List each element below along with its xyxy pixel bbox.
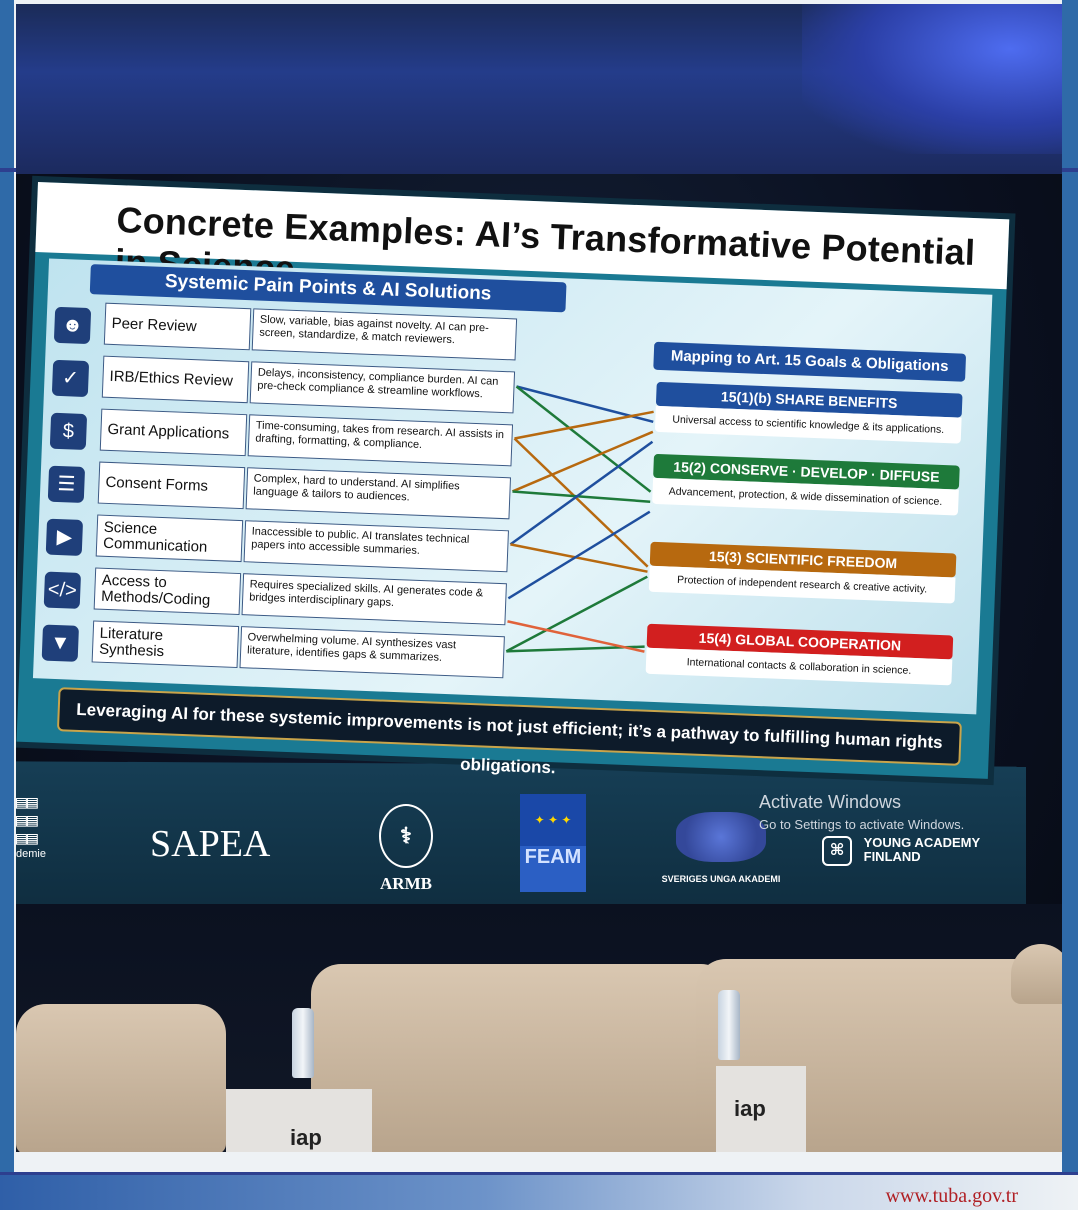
side-table: iap xyxy=(716,1066,806,1152)
yaf-mark-icon: ⌘ xyxy=(822,836,852,866)
code-icon: </> xyxy=(43,571,82,609)
yaf-line-1: YOUNG ACADEMY xyxy=(863,835,981,850)
mapping-arrow xyxy=(505,575,648,653)
yaf-line-2: FINLAND xyxy=(863,849,921,864)
pain-point-label: Science Communication xyxy=(95,514,244,563)
armchair xyxy=(1011,944,1062,1004)
iap-table-logo: iap xyxy=(290,1125,322,1150)
academie-logo: ▤▤▤▤▤▤ demie xyxy=(16,792,66,861)
mapping-arrow xyxy=(515,385,652,493)
pain-point-description: Complex, hard to understand. AI simplifi… xyxy=(245,467,512,520)
armchair xyxy=(311,964,731,1152)
armb-seal-icon: ⚕ xyxy=(379,804,433,868)
peer-review-icon: ☻ xyxy=(53,306,92,345)
site-url: www.tuba.gov.tr xyxy=(885,1185,1018,1207)
mapping-arrow xyxy=(511,430,654,493)
feam-logo: ✦ ✦ ✦ FEAM xyxy=(520,794,586,892)
sveriges-unga-akademi-logo: SVERIGES UNGA AKADEMI xyxy=(656,812,786,884)
goal-conserve-develop-diffuse: 15(2) CONSERVE · DEVELOP · DIFFUSE Advan… xyxy=(652,453,960,516)
money-icon: $ xyxy=(49,412,88,451)
sapea-logo: SAPEA xyxy=(150,823,271,865)
activate-windows-watermark: Activate Windows Go to Settings to activ… xyxy=(759,792,964,832)
iap-table-logo: iap xyxy=(734,1096,766,1121)
conference-photo: Concrete Examples: AI’s Transformative P… xyxy=(16,4,1062,1152)
pain-point-label: IRB/Ethics Review xyxy=(101,355,250,404)
pain-point-description: Requires specialized skills. AI generate… xyxy=(241,573,507,626)
side-table: iap xyxy=(226,1089,372,1152)
armchair xyxy=(16,1004,226,1152)
mapping-arrows xyxy=(505,385,654,653)
mapping-arrow xyxy=(507,620,645,653)
mapping-arrow xyxy=(509,440,654,546)
mapping-arrow xyxy=(506,645,645,653)
pain-point-description: Delays, inconsistency, compliance burden… xyxy=(249,361,516,414)
mapping-arrow xyxy=(512,490,651,503)
goal-scientific-freedom: 15(3) SCIENTIFIC FREEDOM Protection of i… xyxy=(648,541,957,604)
mapping-arrow xyxy=(507,510,651,600)
slide-body: Systemic Pain Points & AI Solutions Mapp… xyxy=(32,258,993,715)
document-icon: ☰ xyxy=(47,465,86,503)
pain-point-label: Literature Synthesis xyxy=(91,620,240,669)
mapping-arrow xyxy=(514,410,654,440)
mapping-arrow xyxy=(510,543,648,573)
right-header: Mapping to Art. 15 Goals & Obligations xyxy=(653,341,967,382)
pain-point-description: Slow, variable, bias against novelty. AI… xyxy=(251,308,518,361)
pain-point-description: Overwhelming volume. AI synthesizes vast… xyxy=(239,626,505,679)
eu-stars-icon: ✦ ✦ ✦ xyxy=(520,794,586,846)
shield-check-icon: ✓ xyxy=(51,359,90,398)
sveriges-logo-text: SVERIGES UNGA AKADEMI xyxy=(661,874,781,884)
armb-logo: ⚕ ARMB xyxy=(366,804,446,894)
pain-point-label: Consent Forms xyxy=(97,461,246,510)
armb-logo-text: ARMB xyxy=(380,874,432,893)
pain-point-description: Inaccessible to public. AI translates te… xyxy=(243,520,509,573)
projected-slide: Concrete Examples: AI’s Transformative P… xyxy=(16,182,1010,779)
pillars-icon: ▤▤▤▤▤▤ xyxy=(16,792,38,849)
mapping-arrow xyxy=(513,437,649,568)
activate-windows-subtitle: Go to Settings to activate Windows. xyxy=(759,817,965,832)
pain-point-description: Time-consuming, takes from research. AI … xyxy=(247,414,514,467)
pain-point-label: Peer Review xyxy=(103,302,252,351)
academie-logo-text: demie xyxy=(16,848,46,860)
water-bottle xyxy=(292,1008,314,1078)
water-bottle xyxy=(718,990,740,1060)
young-academy-finland-logo: ⌘ YOUNG ACADEMY FINLAND xyxy=(822,836,980,866)
feam-logo-text: FEAM xyxy=(524,846,582,868)
activate-windows-title: Activate Windows xyxy=(759,792,902,812)
bottom-bar xyxy=(0,1172,1078,1210)
funnel-icon: ▼ xyxy=(41,624,79,662)
megaphone-icon: ▶ xyxy=(45,518,84,556)
pain-point-label: Access to Methods/Coding xyxy=(93,567,242,616)
ceiling-light xyxy=(802,4,1062,154)
goal-share-benefits: 15(1)(b) SHARE BENEFITS Universal access… xyxy=(654,381,963,444)
goal-global-cooperation: 15(4) GLOBAL COOPERATION International c… xyxy=(645,623,954,686)
network-cloud-icon xyxy=(676,812,766,862)
pain-point-label: Grant Applications xyxy=(99,408,248,457)
